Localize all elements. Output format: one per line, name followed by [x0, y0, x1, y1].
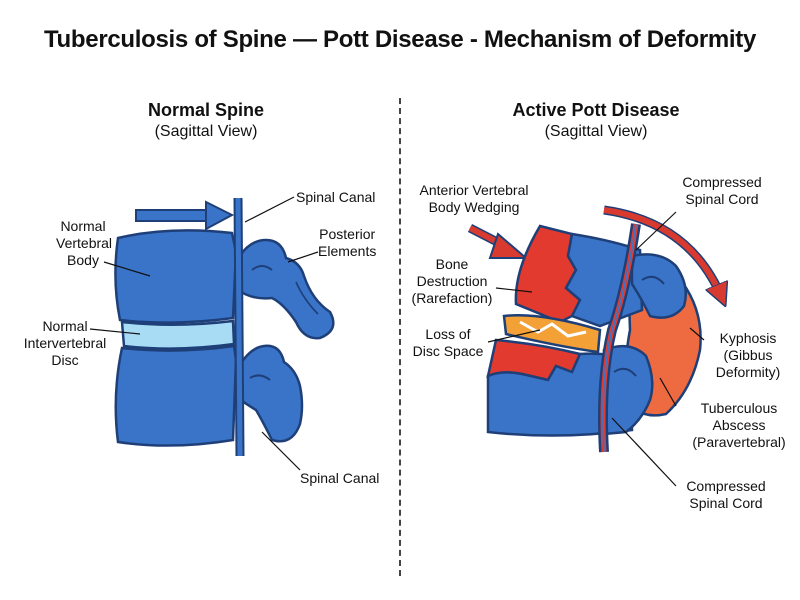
label-vertebral-body-line3: Body — [67, 252, 99, 268]
label-abscess-line1: Tuberculous — [700, 400, 778, 416]
label-kyphosis-line1: Kyphosis — [719, 330, 777, 346]
blue-direction-arrow — [135, 200, 235, 231]
label-wedging-line1: Anterior Vertebral — [419, 182, 529, 198]
wedging-arrow — [467, 223, 529, 259]
label-posterior-elements-line1: Posterior — [319, 226, 376, 242]
label-destruction-line3: (Rarefaction) — [411, 290, 493, 306]
normal-spine-heading: Normal Spine (Sagittal View) — [66, 100, 346, 141]
label-abscess-line3: (Paravertebral) — [692, 434, 786, 450]
label-cord-bottom-line1: Compressed — [686, 478, 766, 494]
normal-spine-illustration — [89, 196, 335, 471]
label-disc-loss: Loss of Disc Space — [406, 326, 490, 360]
label-abscess-line2: Abscess — [712, 417, 766, 433]
label-disc-line3: Disc — [51, 352, 79, 368]
normal-spine-view: (Sagittal View) — [154, 123, 258, 140]
label-disc-loss-line1: Loss of — [425, 326, 471, 342]
panel-divider — [399, 98, 401, 576]
lower-vertebral-body — [114, 344, 238, 447]
label-destruction-line2: Destruction — [416, 273, 488, 289]
label-destruction-line1: Bone — [435, 256, 469, 272]
label-compressed-cord-top: Compressed Spinal Cord — [672, 174, 772, 208]
intervertebral-disc — [120, 319, 236, 350]
normal-spine-title: Normal Spine — [147, 100, 265, 120]
label-wedging-line2: Body Wedging — [428, 199, 520, 215]
label-normal-vertebral-body: Normal Vertebral Body — [56, 218, 113, 269]
label-kyphosis-line3: Deformity) — [715, 364, 781, 380]
upper-posterior-element-diseased — [630, 253, 687, 319]
upper-vertebral-body — [114, 229, 238, 324]
label-kyphosis-line2: (Gibbus — [723, 347, 773, 363]
pott-disease-illustration — [467, 205, 722, 487]
lower-posterior-elements — [234, 344, 304, 443]
right-leader-lines — [487, 211, 705, 487]
label-bone-destruction: Bone Destruction (Rarefaction) — [404, 256, 500, 307]
lower-posterior-element-diseased — [602, 344, 654, 436]
label-anterior-wedging: Anterior Vertebral Body Wedging — [412, 182, 536, 216]
label-vertebral-body-line1: Normal — [60, 218, 106, 234]
label-normal-disc: Normal Intervertebral Disc — [20, 318, 110, 369]
label-disc-line2: Intervertebral — [23, 335, 107, 351]
page-title: Tuberculosis of Spine — Pott Disease - M… — [43, 26, 757, 53]
destroyed-disc — [502, 314, 602, 354]
label-kyphosis: Kyphosis (Gibbus Deformity) — [706, 330, 790, 381]
label-vertebral-body-line2: Vertebral — [56, 235, 113, 251]
pott-disease-view: (Sagittal View) — [544, 123, 648, 140]
label-cord-top-line2: Spinal Cord — [685, 191, 759, 207]
label-disc-line1: Normal — [42, 318, 88, 334]
pott-disease-title: Active Pott Disease — [512, 100, 680, 120]
upper-posterior-elements — [234, 238, 335, 340]
label-posterior-elements: Posterior Elements — [318, 226, 376, 260]
label-compressed-cord-bottom: Compressed Spinal Cord — [676, 478, 776, 512]
pott-disease-heading: Active Pott Disease (Sagittal View) — [456, 100, 736, 141]
left-leader-lines — [89, 196, 319, 471]
label-disc-loss-line2: Disc Space — [412, 343, 484, 359]
label-posterior-elements-line2: Elements — [318, 243, 377, 259]
label-cord-top-line1: Compressed — [682, 174, 762, 190]
label-tuberculous-abscess: Tuberculous Abscess (Paravertebral) — [686, 400, 792, 451]
label-cord-bottom-line2: Spinal Cord — [689, 495, 763, 511]
label-spinal-canal-top: Spinal Canal — [296, 189, 376, 205]
label-spinal-canal-bottom: Spinal Canal — [300, 470, 380, 486]
